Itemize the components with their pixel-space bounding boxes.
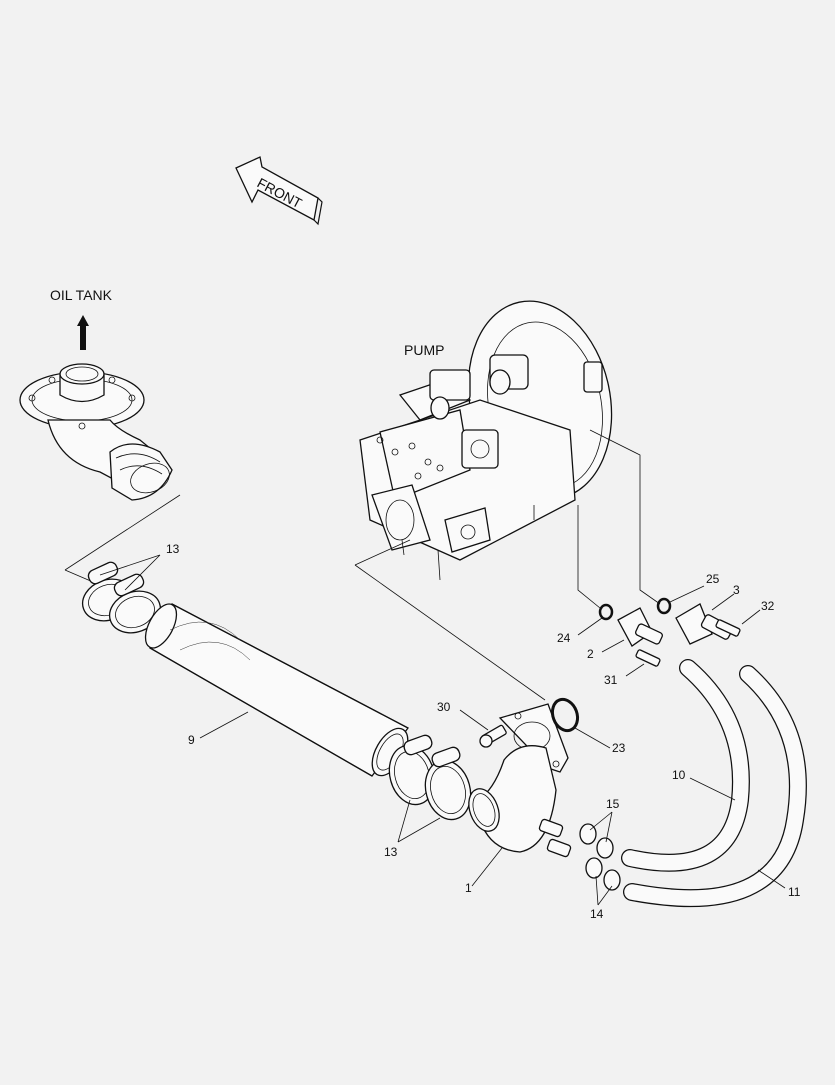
callout-3: 3 bbox=[733, 583, 740, 597]
oil-tank-up-arrow bbox=[77, 315, 89, 350]
flange-2 bbox=[617, 607, 663, 647]
callout-13-upper: 13 bbox=[166, 542, 180, 556]
callout-32: 32 bbox=[761, 599, 775, 613]
callout-25: 25 bbox=[706, 572, 720, 586]
pump-assembly: PUMP bbox=[359, 300, 613, 581]
pump-label: PUMP bbox=[404, 342, 444, 358]
callout-31: 31 bbox=[604, 673, 618, 687]
callout-13-lower: 13 bbox=[384, 845, 398, 859]
callout-1: 1 bbox=[465, 881, 472, 895]
callout-14: 14 bbox=[590, 907, 604, 921]
return-hose-10 bbox=[621, 659, 750, 872]
bolt-32 bbox=[715, 619, 741, 637]
callout-11: 11 bbox=[788, 885, 801, 899]
callout-9: 9 bbox=[188, 733, 195, 747]
o-ring-23 bbox=[550, 697, 580, 733]
callout-24: 24 bbox=[557, 631, 571, 645]
callout-30: 30 bbox=[437, 700, 451, 714]
suction-hose bbox=[144, 603, 409, 777]
tank-flange-elbow bbox=[19, 363, 173, 501]
suction-elbow bbox=[468, 703, 572, 858]
hose-clamp-lower bbox=[388, 734, 472, 821]
hose-clamp-upper bbox=[81, 561, 162, 634]
callout-15: 15 bbox=[606, 797, 620, 811]
o-ring-25 bbox=[656, 597, 672, 615]
front-arrow: FRONT bbox=[235, 156, 323, 226]
callout-2: 2 bbox=[587, 647, 594, 661]
o-ring-24 bbox=[598, 603, 614, 621]
callout-23: 23 bbox=[612, 741, 626, 755]
small-clamps bbox=[579, 823, 621, 891]
bolt-30 bbox=[479, 724, 507, 748]
callout-10: 10 bbox=[672, 768, 686, 782]
bolt-31 bbox=[635, 649, 661, 667]
oil-tank-label: OIL TANK bbox=[50, 287, 113, 303]
return-hose-11 bbox=[623, 665, 807, 907]
